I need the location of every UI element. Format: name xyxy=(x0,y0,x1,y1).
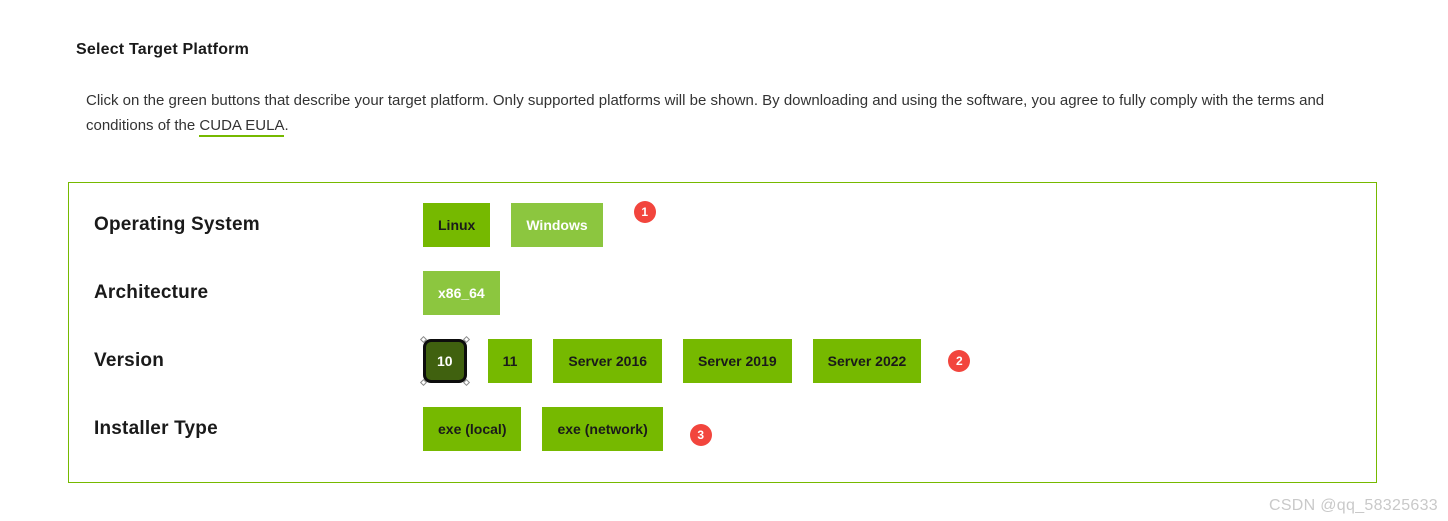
row-label-operating-system: Operating System xyxy=(94,214,260,235)
page-title: Select Target Platform xyxy=(76,41,250,58)
instructions-text: Click on the green buttons that describe… xyxy=(86,92,1325,134)
step-badge-3: 3 xyxy=(689,424,712,446)
selector-row-version: Version 10 11 Server 2016 Server 2019 Server … xyxy=(94,335,1376,387)
selection-handle xyxy=(462,335,470,344)
option-button-server-2016[interactable]: Server 2016 xyxy=(553,339,663,383)
instructions-text-end: . xyxy=(284,117,289,134)
option-button-server-2019[interactable]: Server 2019 xyxy=(683,339,792,383)
row-label-version: Version xyxy=(94,350,165,371)
step-badge-2: 2 xyxy=(948,350,971,372)
selector-row-installer-type: Installer Type exe (local) exe (network) 3 xyxy=(94,407,1376,451)
csdn-watermark: CSDN @qq_58325633 xyxy=(1268,497,1438,514)
options-version: 10 11 Server 2016 Server 2019 Server 2022 xyxy=(419,335,942,387)
cuda-eula-link[interactable]: CUDA EULA xyxy=(199,117,285,137)
option-button-11[interactable]: 11 xyxy=(487,339,533,383)
options-operating-system: Linux Windows xyxy=(423,203,624,247)
row-label-installer-type: Installer Type xyxy=(94,418,218,439)
selection-handle xyxy=(462,378,470,387)
option-button-10[interactable]: 10 xyxy=(419,335,470,387)
step-badge-1: 1 xyxy=(633,201,656,223)
option-button-exe-local[interactable]: exe (local) xyxy=(423,407,522,451)
selection-handle xyxy=(419,335,428,344)
platform-instructions: Click on the green buttons that describe… xyxy=(86,88,1338,138)
option-button-linux[interactable]: Linux xyxy=(423,203,491,247)
selection-handle xyxy=(419,378,428,387)
option-button-exe-network[interactable]: exe (network) xyxy=(542,407,663,451)
option-button-windows[interactable]: Windows xyxy=(511,203,603,247)
option-button-x86-64[interactable]: x86_64 xyxy=(423,271,500,315)
selector-row-architecture: Architecture x86_64 xyxy=(94,271,1376,315)
option-button-server-2022[interactable]: Server 2022 xyxy=(812,339,922,383)
selector-row-operating-system: Operating System Linux Windows 1 xyxy=(94,201,1376,247)
options-architecture: x86_64 xyxy=(423,271,521,315)
options-installer-type: exe (local) exe (network) xyxy=(423,407,684,451)
row-label-architecture: Architecture xyxy=(94,282,209,303)
